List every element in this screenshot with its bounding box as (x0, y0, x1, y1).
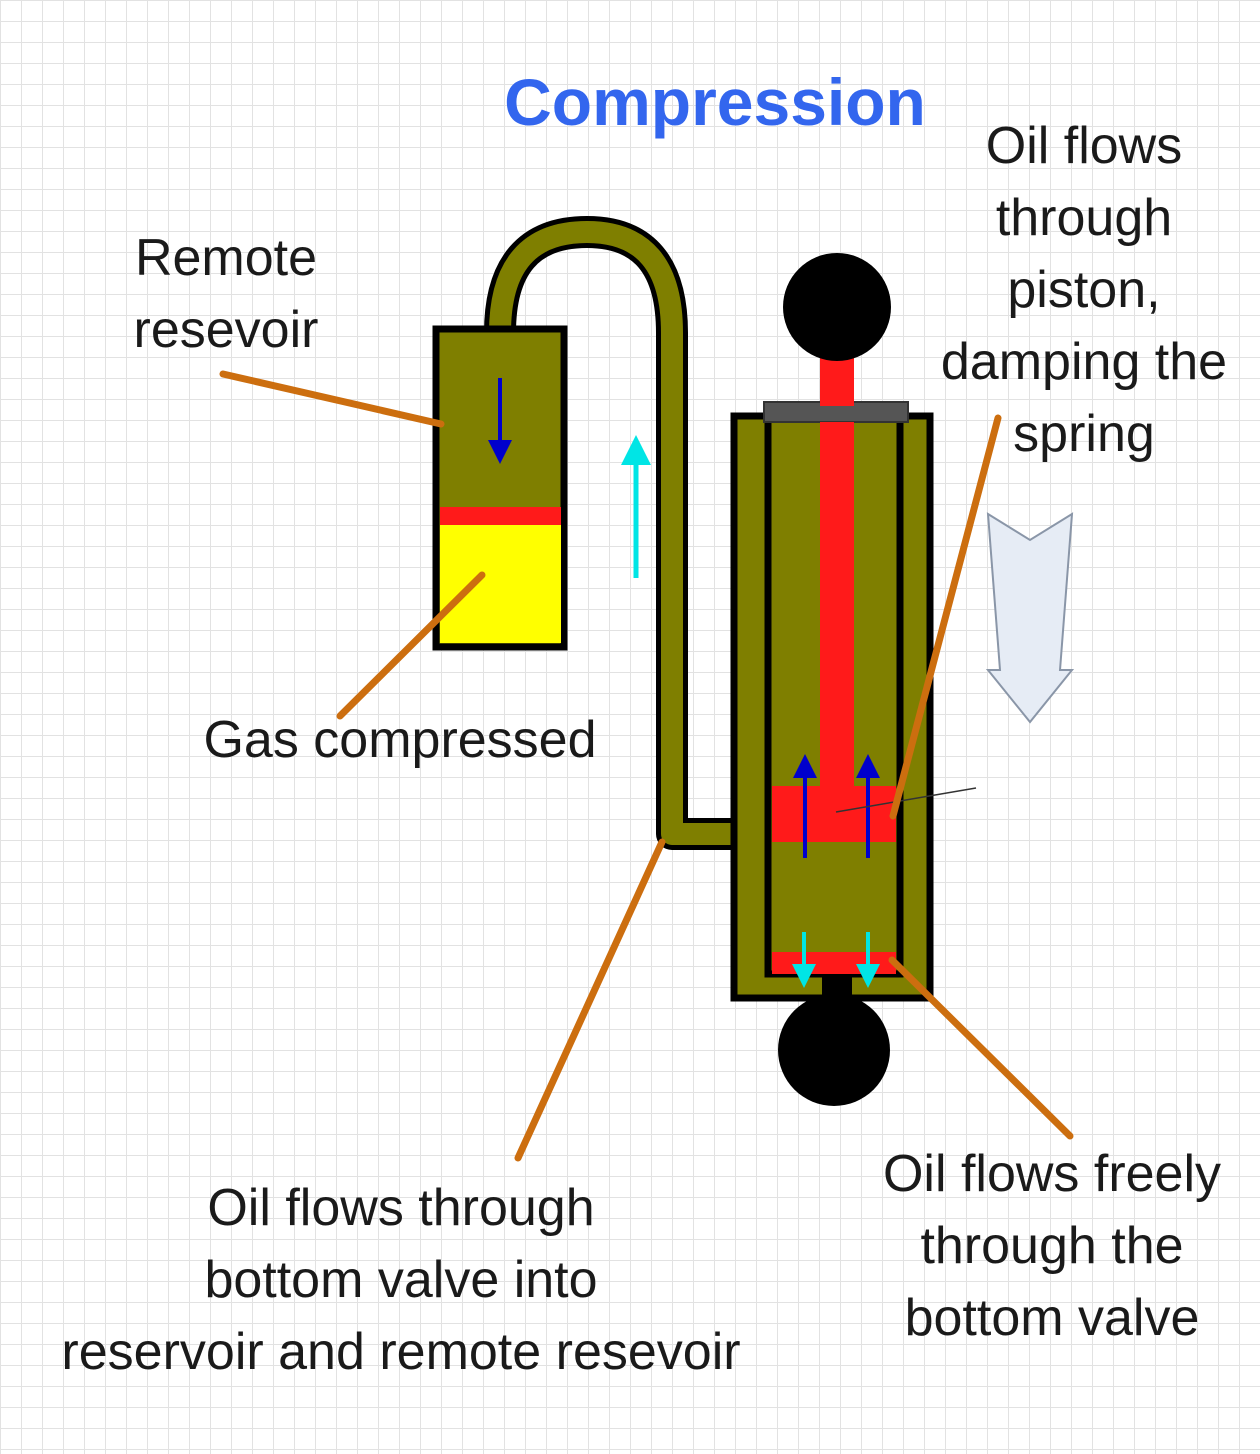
label-line: damping the (940, 333, 1228, 391)
top-mount-eye (783, 253, 891, 361)
leader-remote-reservoir (219, 370, 445, 428)
label-line: spring (1013, 405, 1155, 463)
label-line: Oil flows through (207, 1179, 595, 1237)
piston-thin-line (835, 787, 977, 813)
label-line: Oil flows (985, 117, 1183, 175)
diagram-title: Compression (504, 65, 926, 139)
leader-gas (336, 571, 486, 720)
leader-bottom-valve-flow (514, 838, 666, 1162)
label-line: bottom valve (904, 1289, 1200, 1347)
label-gas-compressed: Gas compressed (203, 711, 597, 769)
label-line: reservoir and remote resevoir (61, 1323, 741, 1381)
label-line: through (995, 189, 1173, 247)
hose (489, 221, 740, 845)
bottom-mount-eye (778, 994, 890, 1106)
label-line: through the (920, 1217, 1184, 1275)
label-line: Remote (134, 229, 318, 287)
reservoir-floating-piston (440, 507, 561, 525)
bottom-valve (772, 952, 896, 974)
label-bottom-valve-flow: Oil flows through bottom valve into rese… (0, 1172, 802, 1388)
label-line: Oil flows freely (882, 1145, 1222, 1203)
label-line: resevoir (133, 301, 319, 359)
label-remote-reservoir: Remote resevoir (86, 222, 366, 366)
reservoir-gas (440, 525, 561, 643)
piston-rod (820, 422, 854, 786)
leader-piston (889, 414, 1002, 820)
leader-free-flow (888, 956, 1074, 1140)
compression-motion-arrow (985, 512, 1075, 724)
label-piston-flow: Oil flows through piston, damping the sp… (910, 110, 1258, 470)
label-free-flow: Oil flows freely through the bottom valv… (846, 1138, 1258, 1354)
piston (772, 786, 896, 842)
label-line: piston, (1007, 261, 1161, 319)
label-line: bottom valve into (204, 1251, 598, 1309)
